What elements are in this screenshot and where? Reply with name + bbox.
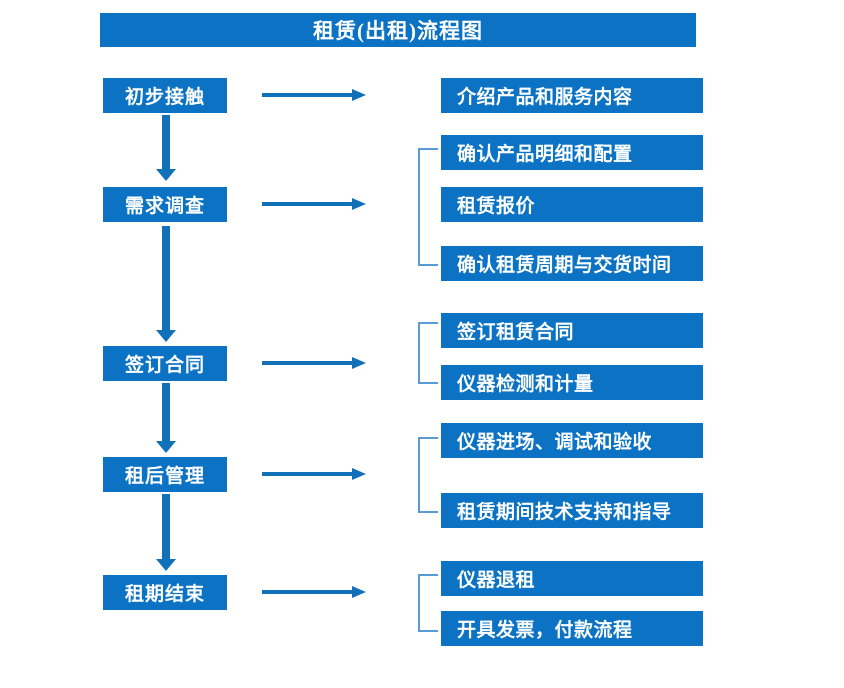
stage-box-4[interactable]: 租后管理 bbox=[103, 457, 227, 492]
detail-box-10[interactable]: 开具发票，付款流程 bbox=[441, 611, 703, 646]
page-title: 租赁(出租)流程图 bbox=[100, 13, 696, 47]
detail-box-7[interactable]: 仪器进场、调试和验收 bbox=[441, 423, 703, 458]
detail-box-3[interactable]: 租赁报价 bbox=[441, 187, 703, 222]
arrow-right-icon-stage-1 bbox=[262, 89, 366, 101]
detail-box-6[interactable]: 仪器检测和计量 bbox=[441, 365, 703, 400]
stage-box-1[interactable]: 初步接触 bbox=[103, 78, 227, 113]
bracket-group-1 bbox=[418, 148, 438, 266]
bracket-group-4 bbox=[418, 574, 438, 632]
arrow-right-icon-stage-3 bbox=[262, 357, 366, 369]
detail-box-8[interactable]: 租赁期间技术支持和指导 bbox=[441, 493, 703, 528]
arrow-right-icon-stage-4 bbox=[262, 468, 366, 480]
detail-box-5[interactable]: 签订租赁合同 bbox=[441, 313, 703, 348]
detail-box-1[interactable]: 介绍产品和服务内容 bbox=[441, 78, 703, 113]
stage-box-5[interactable]: 租期结束 bbox=[103, 575, 227, 610]
arrow-down-icon-stage-3-to-4 bbox=[156, 383, 176, 453]
bracket-group-2 bbox=[418, 322, 438, 384]
detail-box-9[interactable]: 仪器退租 bbox=[441, 561, 703, 596]
bracket-group-3 bbox=[418, 437, 438, 513]
detail-box-2[interactable]: 确认产品明细和配置 bbox=[441, 135, 703, 170]
stage-box-3[interactable]: 签订合同 bbox=[103, 346, 227, 381]
arrow-down-icon-stage-4-to-5 bbox=[156, 494, 176, 571]
arrow-right-icon-stage-5 bbox=[262, 586, 366, 598]
stage-box-2[interactable]: 需求调查 bbox=[103, 187, 227, 222]
arrow-right-icon-stage-2 bbox=[262, 198, 366, 210]
arrow-down-icon-stage-2-to-3 bbox=[156, 226, 176, 342]
arrow-down-icon-stage-1-to-2 bbox=[156, 115, 176, 181]
detail-box-4[interactable]: 确认租赁周期与交货时间 bbox=[441, 246, 703, 281]
